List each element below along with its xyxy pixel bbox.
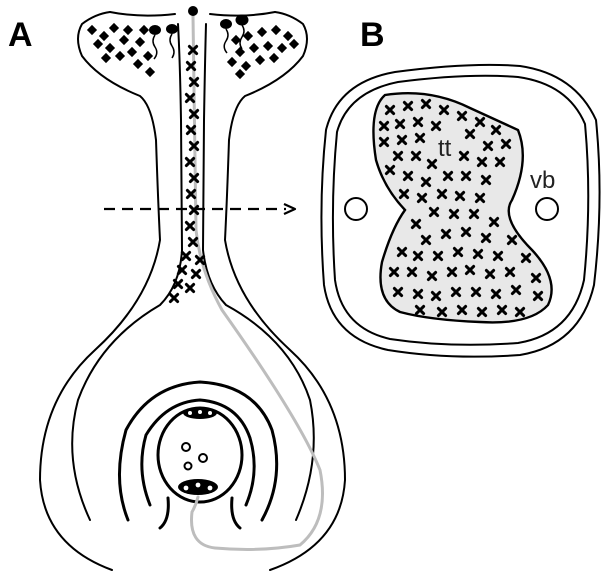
polar-nucleus-3 <box>185 463 192 470</box>
polar-nucleus-2 <box>199 454 207 462</box>
pollen-grain <box>188 6 198 16</box>
panel-a-label: A <box>8 16 33 54</box>
panel-b: B <box>321 16 599 357</box>
transmitting-tissue-cells <box>170 46 203 301</box>
pollen-grain <box>166 24 178 34</box>
transmitting-tissue-label: tt <box>438 135 452 162</box>
pollen-grains <box>149 6 249 35</box>
panel-b-label: B <box>360 16 385 54</box>
pollen-grain <box>220 19 232 29</box>
panel-a: A <box>8 6 345 570</box>
polar-nucleus-1 <box>182 443 190 451</box>
vascular-bundle-left <box>345 198 367 220</box>
pollen-grain <box>236 15 249 26</box>
vascular-bundle-right <box>536 198 558 220</box>
pollen-grain <box>149 25 161 35</box>
vascular-bundle-label: vb <box>530 167 555 194</box>
